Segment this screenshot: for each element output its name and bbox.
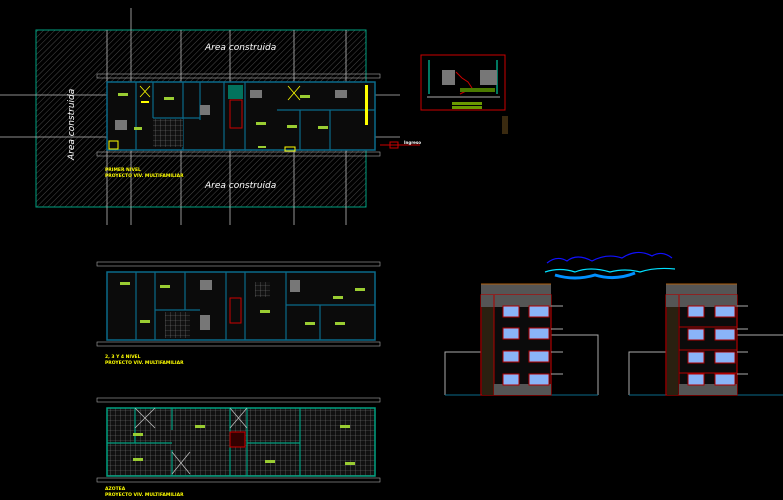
- site-label-left: Area construida: [67, 89, 77, 161]
- plan-3-subtitle: PROYECTO VIV. MULTIFAMILIAR: [105, 492, 184, 498]
- clouds-decoration: [544, 251, 676, 280]
- elevation-rear[interactable]: [628, 283, 783, 396]
- plan-2-title: 2, 3 Y 4 NIVEL: [105, 354, 141, 360]
- floor-plan-first-level[interactable]: [96, 73, 381, 157]
- floor-plan-levels-2-3-4[interactable]: [96, 261, 381, 347]
- entrance-arrow-icon: [380, 141, 420, 149]
- plan-1-subtitle: PROYECTO VIV. MULTIFAMILIAR: [105, 173, 184, 179]
- plan-1-title: PRIMER NIVEL: [105, 167, 141, 173]
- plan-2-subtitle: PROYECTO VIV. MULTIFAMILIAR: [105, 360, 184, 366]
- elevation-front[interactable]: [444, 283, 599, 396]
- site-label-top: Area construida: [204, 43, 276, 53]
- legend-strip: [502, 116, 508, 134]
- stair-section-detail[interactable]: [420, 54, 506, 111]
- site-label-bottom: Area construida: [204, 181, 276, 191]
- plan-3-title: AZOTEA: [105, 486, 126, 492]
- floor-plan-roof[interactable]: [96, 397, 381, 483]
- entrance-label: Ingreso: [404, 140, 421, 145]
